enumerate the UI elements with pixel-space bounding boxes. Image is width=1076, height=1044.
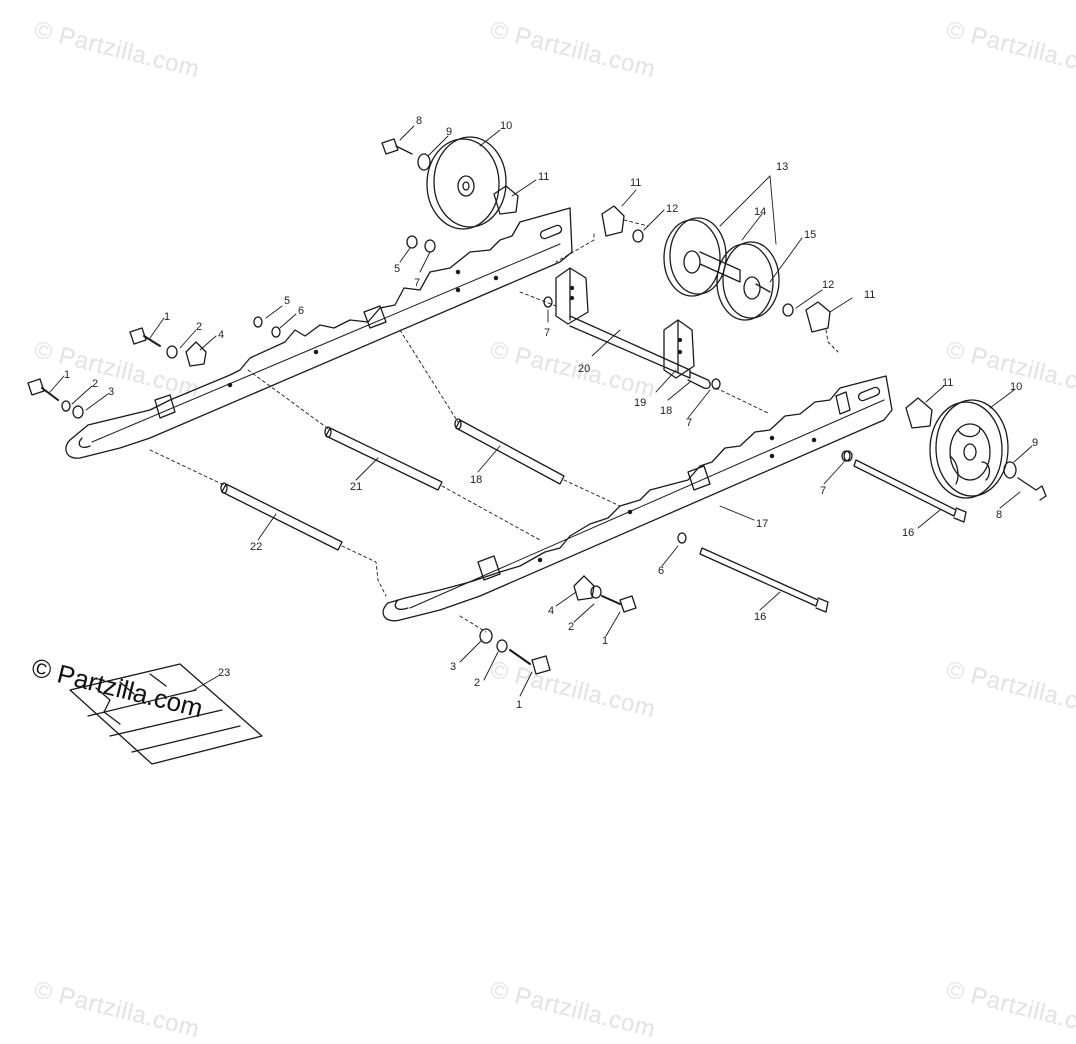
callout-22: 22 bbox=[250, 541, 262, 553]
callout-3: 3 bbox=[108, 386, 114, 398]
callout-11: 11 bbox=[538, 171, 549, 183]
callout-2: 2 bbox=[196, 321, 202, 333]
right-rail bbox=[382, 375, 893, 622]
callout-18: 18 bbox=[470, 474, 482, 486]
callout-9: 9 bbox=[1032, 437, 1038, 449]
callout-10: 10 bbox=[500, 120, 512, 132]
callout-3: 3 bbox=[450, 661, 456, 673]
callout-12: 12 bbox=[666, 203, 678, 215]
callout-2: 2 bbox=[568, 621, 574, 633]
callout-10: 10 bbox=[1010, 381, 1022, 393]
idler-wheel-upper-left bbox=[381, 136, 519, 253]
double-wheel-assembly bbox=[555, 205, 839, 353]
callout-7: 7 bbox=[544, 327, 550, 339]
callout-21: 21 bbox=[350, 481, 362, 493]
leader-lines bbox=[49, 125, 1033, 697]
callout-4: 4 bbox=[548, 605, 554, 617]
callout-19: 19 bbox=[634, 397, 646, 409]
callout-11: 11 bbox=[864, 289, 875, 301]
parts-diagram: © Partzilla.com © Partzilla.com © Partzi… bbox=[27, 16, 1076, 1043]
callout-20: 20 bbox=[578, 363, 590, 375]
callout-16: 16 bbox=[902, 527, 914, 539]
callout-1: 1 bbox=[516, 699, 522, 711]
callout-2: 2 bbox=[92, 378, 98, 390]
track-belt bbox=[69, 663, 263, 765]
idler-wheel-right bbox=[905, 397, 1047, 501]
callout-1: 1 bbox=[164, 311, 170, 323]
callout-14: 14 bbox=[754, 206, 766, 218]
callout-7: 7 bbox=[414, 277, 420, 289]
callout-16: 16 bbox=[754, 611, 766, 623]
callout-4: 4 bbox=[218, 329, 224, 341]
callout-11: 11 bbox=[630, 177, 641, 189]
cross-shafts bbox=[149, 329, 621, 597]
callout-12: 12 bbox=[822, 279, 834, 291]
callout-18: 18 bbox=[660, 405, 672, 417]
callout-6: 6 bbox=[298, 305, 304, 317]
callout-7: 7 bbox=[820, 485, 826, 497]
fasteners-lower bbox=[459, 575, 637, 675]
callout-13: 13 bbox=[776, 161, 788, 173]
left-rail bbox=[65, 207, 573, 459]
center-shaft-assembly bbox=[519, 267, 771, 415]
callout-11: 11 bbox=[942, 377, 953, 389]
callout-9: 9 bbox=[446, 126, 452, 138]
callout-5: 5 bbox=[284, 295, 290, 307]
callout-2: 2 bbox=[474, 677, 480, 689]
long-bolts bbox=[677, 450, 967, 613]
callout-17: 17 bbox=[756, 518, 768, 530]
callout-8: 8 bbox=[996, 509, 1002, 521]
callout-1: 1 bbox=[64, 369, 70, 381]
callout-15: 15 bbox=[804, 229, 816, 241]
fasteners-left bbox=[27, 296, 851, 462]
callout-labels: 8 9 10 11 5 7 11 12 13 14 15 12 11 1 2 4… bbox=[64, 115, 1038, 711]
callout-6: 6 bbox=[658, 565, 664, 577]
callout-23: 23 bbox=[218, 667, 230, 679]
exploded-view-drawing: 8 9 10 11 5 7 11 12 13 14 15 12 11 1 2 4… bbox=[27, 115, 1047, 765]
callout-8: 8 bbox=[416, 115, 422, 127]
callout-5: 5 bbox=[394, 263, 400, 275]
callout-7: 7 bbox=[686, 417, 692, 429]
callout-1: 1 bbox=[602, 635, 608, 647]
